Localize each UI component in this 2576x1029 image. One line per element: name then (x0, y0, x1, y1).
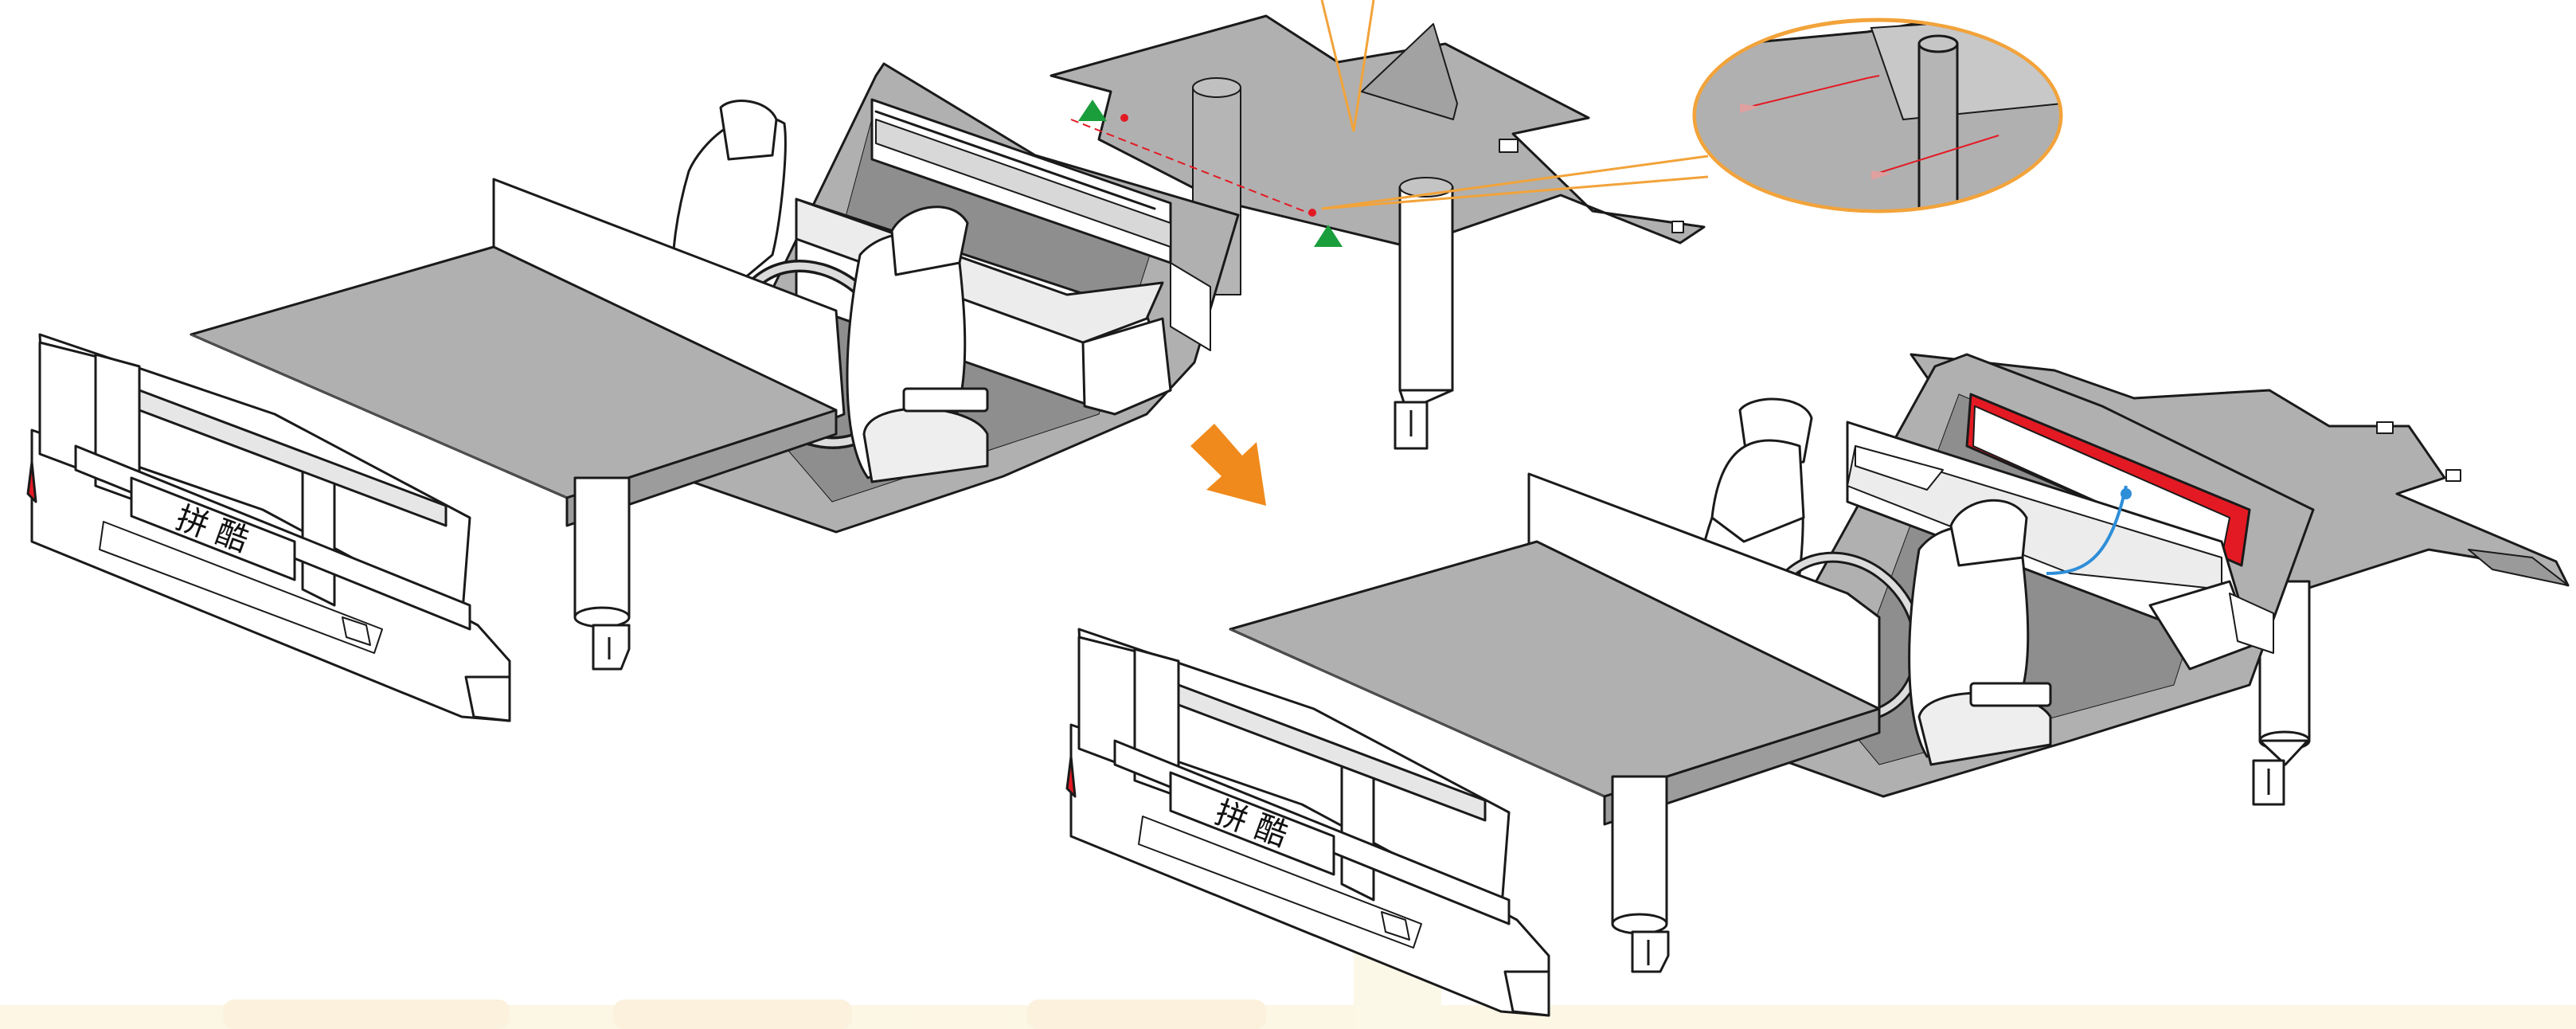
model-after: 拼 酷 (1067, 354, 2568, 1015)
orange-arrow-icon (1190, 424, 1266, 506)
magnifier-callout-icon (1688, 0, 2070, 231)
green-triangle-icon (1078, 100, 1107, 121)
